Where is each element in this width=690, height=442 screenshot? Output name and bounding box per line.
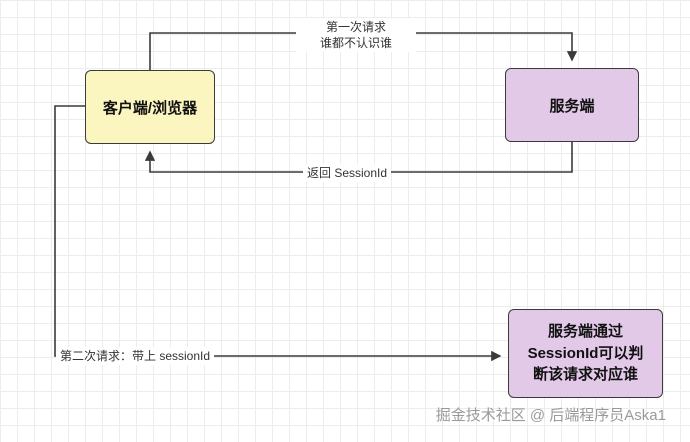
server-note-line: SessionId可以判 <box>527 344 644 362</box>
first-request-label-line: 第一次请求 <box>325 20 386 34</box>
first-request-label-line: 谁都不认识谁 <box>319 36 392 51</box>
first-request-label: 第一次请求 谁都不认识谁 <box>296 18 416 53</box>
server-node-label: 服务端 <box>549 97 595 115</box>
server-note-line: 断该请求对应谁 <box>532 366 638 384</box>
second-request-label: 第二次请求：带上 sessionId <box>56 347 215 366</box>
second-request-arrow <box>54 105 502 362</box>
server-note-node: 服务端通过 SessionId可以判 断该请求对应谁 <box>508 309 663 398</box>
watermark-credit: 掘金技术社区 @ 后端程序员Aska1 <box>435 407 666 424</box>
client-node-label: 客户端/浏览器 <box>102 99 198 117</box>
server-node: 服务端 <box>505 68 639 142</box>
return-sessionid-label: 返回 SessionId <box>303 164 392 183</box>
server-note-line: 服务端通过 <box>547 322 623 340</box>
client-node: 客户端/浏览器 <box>85 70 215 144</box>
